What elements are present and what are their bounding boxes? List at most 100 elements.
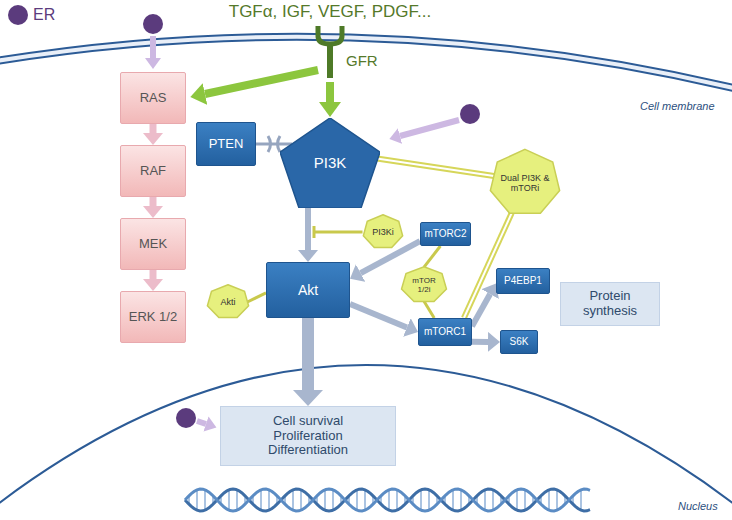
node-text: PTEN [209,137,244,152]
dna-rung [236,490,238,510]
dna-rung [356,490,358,510]
dna-rung [484,490,486,510]
legend-item: ER [8,5,55,25]
signal-arrow [150,270,157,279]
dna-rung [420,490,422,510]
process-box: RAS [120,72,186,124]
dna-rung [268,490,270,510]
dna-rung [300,490,302,510]
nuclear-envelope [0,365,732,510]
dna-rung [580,490,582,510]
inhibitor-shape: Akti [206,284,250,320]
inhibitor-shape: PI3Ki [362,214,404,250]
dna-rung [452,490,454,510]
inhibitor-line [464,213,512,318]
process-box: Cell survivalProliferationDifferentiatio… [220,406,396,466]
inhibitor-mark [314,231,363,234]
node-text: Cell survival [273,414,343,429]
node-text: mTORC1 [424,326,466,338]
inhibitor-line [377,159,494,177]
er-symbol [460,104,480,124]
dna-rung [516,490,518,510]
node-outline [490,149,559,213]
dna-rung [388,490,390,510]
node-outline [207,285,248,318]
signal-arrow [256,143,292,146]
signal-arrow [150,124,157,133]
node-text: Differentiation [268,443,348,458]
dna-rung [196,490,198,510]
dna-rung [364,490,366,510]
signal-arrow [302,318,314,390]
signal-arrow [472,339,488,345]
node-text: Akt [298,282,318,298]
dna-rung [292,490,294,510]
dna-rung [556,490,558,510]
cell-membrane-core [0,37,732,90]
signal-arrow [326,82,334,102]
dna-helix [185,489,590,511]
dna-rung [332,490,334,510]
er-arrow [150,36,156,58]
region-label: Nucleus [678,500,718,512]
inhibitor-line-core [464,213,512,318]
signal-arrow [205,70,318,94]
node-text: Proliferation [273,429,342,444]
node-text: S6K [510,336,529,348]
er-arrow [400,120,459,136]
receptor-stalk [327,44,333,78]
node-outline [402,267,447,302]
node-text: Protein synthesis [567,289,653,319]
node-outline [280,118,380,208]
node-text: MEK [139,237,167,252]
process-box: Akt [266,262,350,318]
dna-rung [260,490,262,510]
node-text: mTOR 1/2i [406,276,442,294]
dna-rung [548,490,550,510]
ligand-label: TGFα, IGF, VEGF, PDGF... [229,2,432,22]
process-box: MEK [120,218,186,270]
dna-strand [185,489,590,511]
region-label: Cell membrane [640,100,715,112]
signal-arrow [305,208,311,250]
inhibitor-mark [313,226,316,238]
signal-arrow [350,304,407,327]
er-symbol [176,408,196,428]
node-text: ERK 1/2 [129,310,177,325]
inhibitor-line [424,301,434,318]
kinase-pentagon: PI3K [280,118,380,208]
node-text: P4EBP1 [504,275,542,287]
dna-rung [524,490,526,510]
receptor-symbol [318,26,342,44]
inhibitor-line [424,246,440,267]
process-box: RAF [120,145,186,197]
dna-rung [228,490,230,510]
legend-text: ER [33,6,55,24]
cell-membrane [0,37,732,90]
dna-rung [324,490,326,510]
node-outline [363,215,402,248]
dna-rung [460,490,462,510]
process-box: P4EBP1 [496,268,550,294]
node-text: mTORC2 [424,228,466,240]
dna-strand [185,489,590,511]
dna-rung [428,490,430,510]
node-text: RAS [140,91,167,106]
node-text: RAF [140,164,166,179]
er-arrow [197,421,206,424]
legend-swatch [8,5,28,25]
process-box: Protein synthesis [560,282,660,326]
inhibitor-shape: mTOR 1/2i [400,266,448,304]
node-text: Akti [220,297,235,307]
dna-rung [492,490,494,510]
process-box: S6K [500,330,538,354]
dna-rung [396,490,398,510]
signal-arrow [150,197,157,206]
node-text: PI3Ki [372,227,394,237]
receptor-label: GFR [346,52,378,69]
dna-rung [204,490,206,510]
er-symbol [143,14,163,34]
process-box: ERK 1/2 [120,291,186,343]
inhibitor-line [247,293,266,302]
inhibitor-line-core [377,159,494,177]
